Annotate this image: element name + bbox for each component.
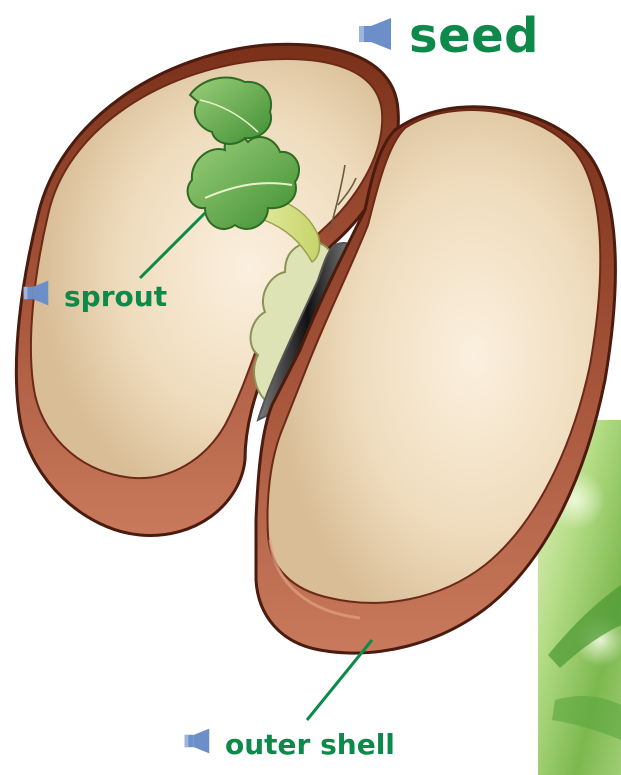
- speaker-icon[interactable]: [357, 8, 401, 64]
- title-label: seed: [357, 8, 539, 64]
- speaker-icon[interactable]: [183, 727, 217, 762]
- title-text: seed: [409, 8, 539, 64]
- sprout-label: sprout: [22, 279, 167, 314]
- outer-shell-text: outer shell: [225, 728, 395, 761]
- outer-shell-label: outer shell: [183, 727, 395, 762]
- sprout-text: sprout: [64, 280, 167, 313]
- speaker-icon[interactable]: [22, 279, 56, 314]
